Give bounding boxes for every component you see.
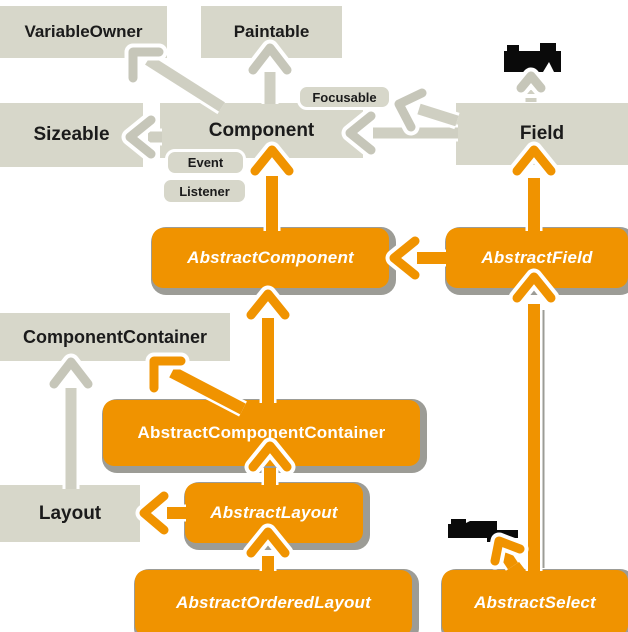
- node-event: Event: [165, 149, 246, 176]
- node-label: Field: [519, 123, 565, 144]
- node-componentcontainer: ComponentContainer: [0, 313, 230, 361]
- node-label: AbstractOrderedLayout: [175, 593, 372, 612]
- node-label: Listener: [179, 183, 230, 199]
- node-label: VariableOwner: [24, 22, 143, 41]
- arrow-abstractcomponentcontainer-to-abstractcomponent: [242, 285, 294, 403]
- node-field: Field: [456, 103, 628, 165]
- node-abstractorderedlayout: AbstractOrderedLayout: [135, 570, 412, 632]
- node-label: AbstractComponentContainer: [137, 423, 386, 442]
- node-label: Paintable: [233, 22, 310, 41]
- node-label: AbstractComponent: [187, 248, 354, 267]
- node-abstractfield: AbstractField: [446, 228, 628, 288]
- redacted-label-top: [504, 43, 561, 72]
- arrow-abstractselect-to-abstractfield: [508, 268, 560, 571]
- node-sizeable: Sizeable: [0, 103, 143, 167]
- node-label: AbstractLayout: [210, 503, 338, 522]
- arrow-layout-to-componentcontainer: [45, 353, 97, 489]
- node-layout: Layout: [0, 485, 140, 542]
- redacted-label-bottom: [448, 519, 518, 542]
- node-focusable: Focusable: [297, 84, 392, 110]
- node-abstractselect: AbstractSelect: [442, 570, 628, 632]
- node-abstractcomponentcontainer: AbstractComponentContainer: [103, 400, 420, 466]
- node-label: AbstractSelect: [474, 593, 596, 612]
- node-label: Focusable: [312, 89, 377, 105]
- arrow-field-to-redacted-top: [512, 67, 550, 102]
- node-label: Layout: [38, 502, 102, 524]
- arrow-abstractlayout-to-layout: [135, 487, 186, 539]
- node-abstractlayout: AbstractLayout: [185, 483, 363, 543]
- arrow-abstractcomponent-to-component: [246, 141, 298, 231]
- node-label: ComponentContainer: [23, 326, 207, 347]
- node-label: AbstractField: [481, 248, 593, 267]
- arrow-abstractselect-to-redacted-bottom: [486, 532, 529, 571]
- arrow-field-to-focusable: [390, 84, 460, 136]
- node-variableowner: VariableOwner: [0, 6, 167, 58]
- node-abstractcomponent: AbstractComponent: [152, 228, 389, 288]
- arrow-field-to-component: [341, 107, 458, 159]
- node-paintable: Paintable: [201, 6, 342, 58]
- node-listener: Listener: [161, 177, 248, 205]
- arrow-component-to-variableowner: [124, 43, 227, 115]
- node-label: Sizeable: [33, 124, 110, 145]
- arrow-abstractfield-to-abstractcomponent: [385, 232, 446, 284]
- node-label: Component: [208, 119, 315, 141]
- node-label: Event: [187, 155, 224, 170]
